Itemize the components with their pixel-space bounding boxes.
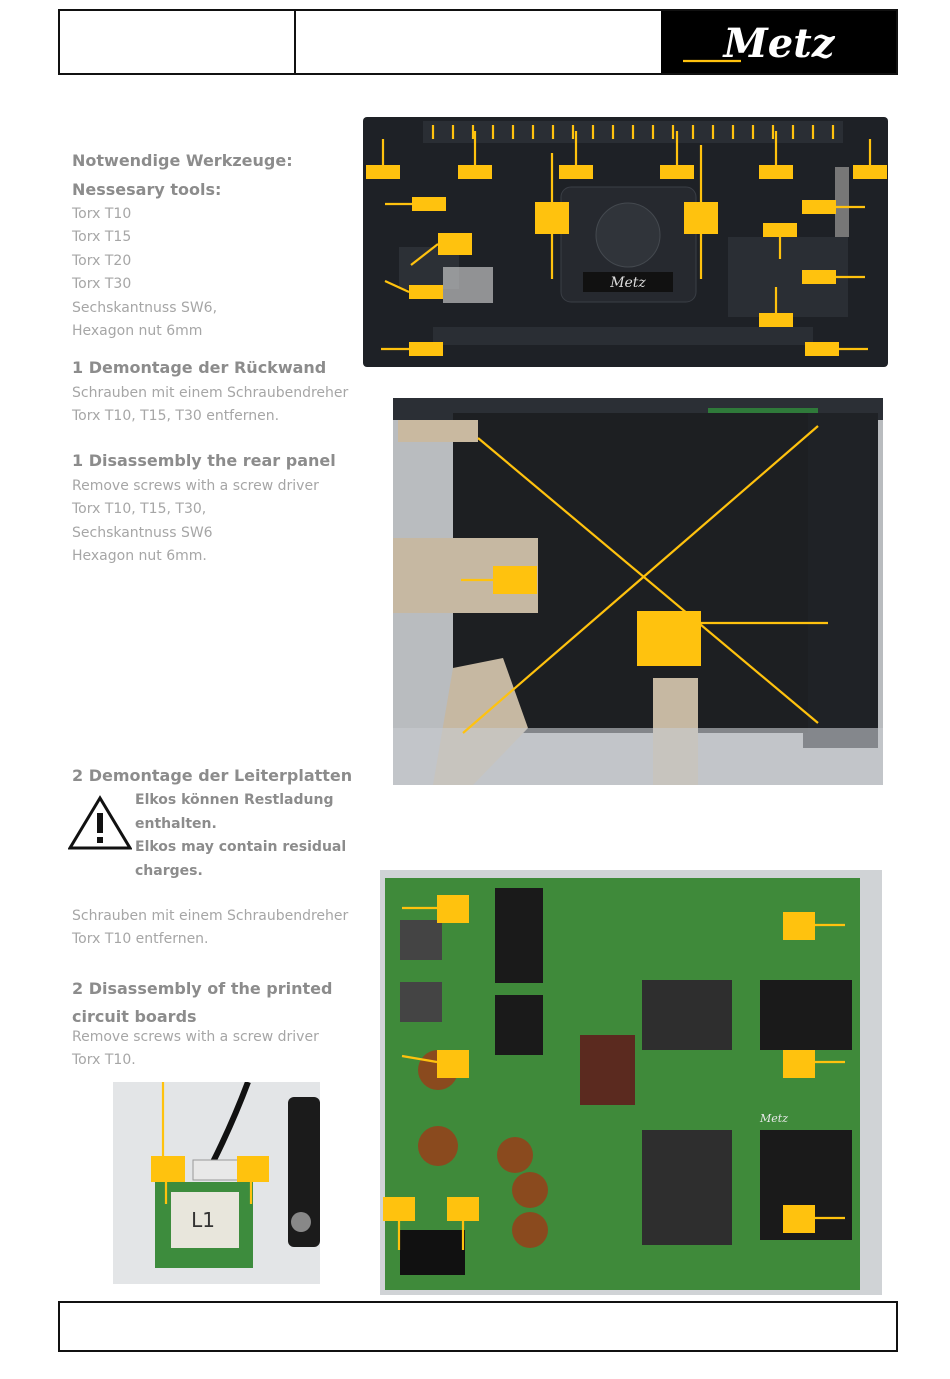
text-line: Elkos können Restladung bbox=[135, 792, 334, 808]
svg-text:L1: L1 bbox=[191, 1208, 215, 1232]
text-line: Remove screws with a screw driver bbox=[72, 1029, 319, 1045]
svg-text:Metz: Metz bbox=[759, 1112, 788, 1125]
tool-item: Torx T15 bbox=[72, 229, 132, 246]
text-line: enthalten. bbox=[135, 815, 217, 832]
tool-item: Hexagon nut 6mm bbox=[72, 323, 203, 340]
text-line: charges. bbox=[135, 862, 203, 879]
step2-text-de: Schrauben mit einem Schraubendreher Torx… bbox=[72, 905, 348, 952]
header-table: Metz bbox=[58, 9, 898, 75]
metz-logo-icon: Metz bbox=[683, 20, 836, 67]
text-line: Torx T10 entfernen. bbox=[72, 931, 209, 948]
tool-item: Torx T10 bbox=[72, 206, 132, 222]
tools-list: Torx T10 Torx T15 Torx T20 Torx T30 Sech… bbox=[72, 203, 217, 343]
tool-item: Torx T30 bbox=[72, 276, 132, 293]
text-line: Remove screws with a screw driver bbox=[72, 478, 319, 494]
svg-text:Metz: Metz bbox=[722, 20, 836, 67]
text-line: Torx T10. bbox=[72, 1052, 136, 1069]
text-line: Schrauben mit einem Schraubendreher bbox=[72, 385, 349, 401]
svg-text:Metz: Metz bbox=[609, 275, 646, 291]
step2-title-en: 2 Disassembly of the printed circuit boa… bbox=[72, 975, 332, 1031]
header-cell-1 bbox=[60, 11, 296, 73]
power-board-photo: Metz bbox=[380, 870, 882, 1295]
step1-text-de: Schrauben mit einem Schraubendreher Torx… bbox=[72, 382, 348, 429]
step1-title-en: 1 Disassembly the rear panel bbox=[72, 451, 336, 470]
step1-title-de: 1 Demontage der Rückwand bbox=[72, 358, 327, 377]
step2-title-de: 2 Demontage der Leiterplatten bbox=[72, 766, 353, 785]
led-board-photo: L1 bbox=[113, 1082, 320, 1284]
text-line: Schrauben mit einem Schraubendreher bbox=[72, 908, 349, 924]
brand-logo: Metz bbox=[661, 11, 896, 73]
rear-panel-photo: Metz bbox=[363, 117, 888, 367]
text-line: Sechskantnuss SW6 bbox=[72, 524, 213, 541]
tool-item: Sechskantnuss SW6, bbox=[72, 299, 218, 316]
warning-text: Elkos können Restladung enthalten. Elkos… bbox=[135, 789, 346, 883]
mainboard-photo bbox=[393, 398, 883, 785]
text-line: circuit boards bbox=[72, 1007, 197, 1026]
step2-text-en: Remove screws with a screw driver Torx T… bbox=[72, 1026, 319, 1073]
tool-item: Torx T20 bbox=[72, 252, 132, 269]
tools-title-en: Nessesary tools: bbox=[72, 180, 222, 199]
text-line: Hexagon nut 6mm. bbox=[72, 548, 207, 565]
tools-title-de: Notwendige Werkzeuge: bbox=[72, 151, 293, 170]
warning-icon bbox=[67, 795, 133, 855]
text-line: Torx T10, T15, T30 entfernen. bbox=[72, 408, 280, 425]
step1-text-en: Remove screws with a screw driver Torx T… bbox=[72, 475, 319, 569]
footer-box bbox=[58, 1301, 898, 1352]
text-line: 2 Disassembly of the printed bbox=[72, 979, 333, 998]
text-line: Elkos may contain residual bbox=[135, 839, 347, 855]
text-line: Torx T10, T15, T30, bbox=[72, 501, 207, 518]
